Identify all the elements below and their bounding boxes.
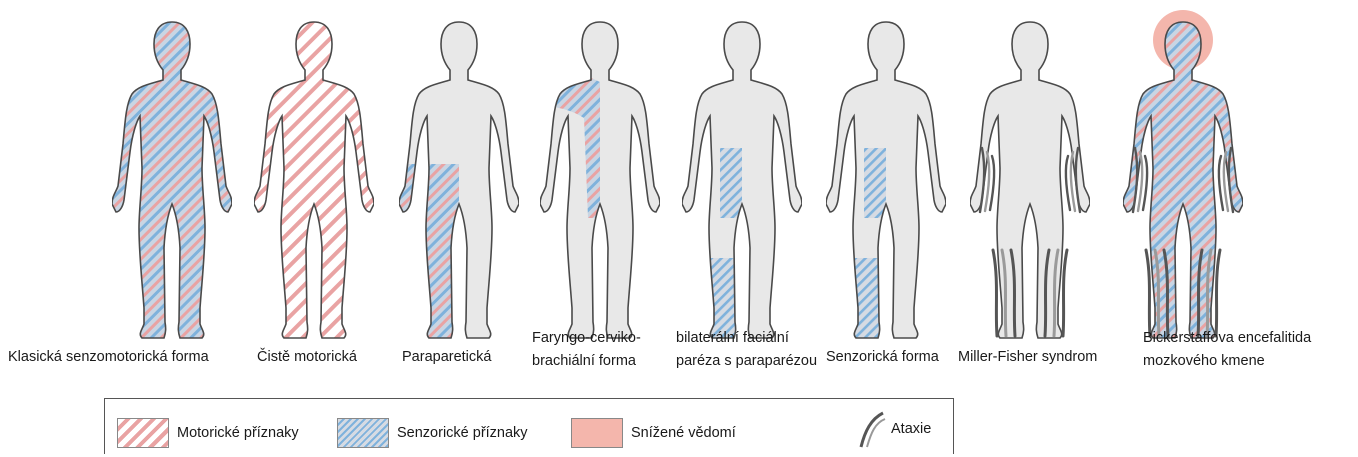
caption-line: Čistě motorická [257, 346, 357, 369]
ataxia-mark [990, 156, 994, 210]
ataxia-mark [1216, 250, 1220, 336]
ataxia-mark [1219, 156, 1223, 210]
figure-caption-mfs: Miller-Fisher syndrom [958, 346, 1097, 369]
figure-motor [254, 22, 374, 338]
figure-sens [826, 22, 946, 338]
caption-line: Senzorická forma [826, 346, 939, 369]
figure-bfp [682, 22, 802, 338]
figure-mfs [970, 22, 1090, 338]
figure-caption-pcb: Faryngo-cerviko-brachiální forma [532, 327, 641, 373]
legend: Motorické příznaky Senzorické příznaky S… [104, 398, 954, 454]
caption-line: Miller-Fisher syndrom [958, 346, 1097, 369]
ataxia-mark [1146, 250, 1150, 336]
caption-line: brachiální forma [532, 350, 641, 373]
ataxia-mark [993, 250, 997, 336]
ataxia-mark [1143, 156, 1147, 210]
caption-line: Paraparetická [402, 346, 491, 369]
legend-item-ataxia: Ataxie [857, 409, 931, 449]
legend-item-motor: Motorické příznaky [117, 418, 299, 448]
legend-consciousness-label: Snížené vědomí [631, 425, 736, 441]
figure-pcb [540, 22, 660, 338]
caption-line: mozkového kmene [1143, 350, 1311, 373]
legend-sensory-label: Senzorické příznaky [397, 425, 528, 441]
figure-classic [112, 22, 232, 338]
legend-ataxia-label: Ataxie [891, 421, 931, 437]
ataxia-icon [857, 409, 887, 449]
motor-swatch [117, 418, 169, 448]
ataxia-mark [1063, 250, 1067, 336]
caption-line: Bickerstaffova encefalitida [1143, 327, 1311, 350]
consciousness-swatch [571, 418, 623, 448]
figure-bbe [1123, 10, 1243, 338]
legend-item-sensory: Senzorické příznaky [337, 418, 528, 448]
figure-caption-parap: Paraparetická [402, 346, 491, 369]
figure-caption-sens: Senzorická forma [826, 346, 939, 369]
caption-line: paréza s paraparézou [676, 350, 817, 373]
legend-item-consciousness: Snížené vědomí [571, 418, 736, 448]
caption-line: Faryngo-cerviko- [532, 327, 641, 350]
figure-caption-motor: Čistě motorická [257, 346, 357, 369]
ataxia-mark [1066, 156, 1070, 210]
figure-parap [399, 22, 519, 338]
figure-caption-classic: Klasická senzomotorická forma [8, 346, 209, 369]
legend-motor-label: Motorické příznaky [177, 425, 299, 441]
caption-line: Klasická senzomotorická forma [8, 346, 209, 369]
caption-line: bilaterální faciální [676, 327, 817, 350]
sensory-swatch [337, 418, 389, 448]
